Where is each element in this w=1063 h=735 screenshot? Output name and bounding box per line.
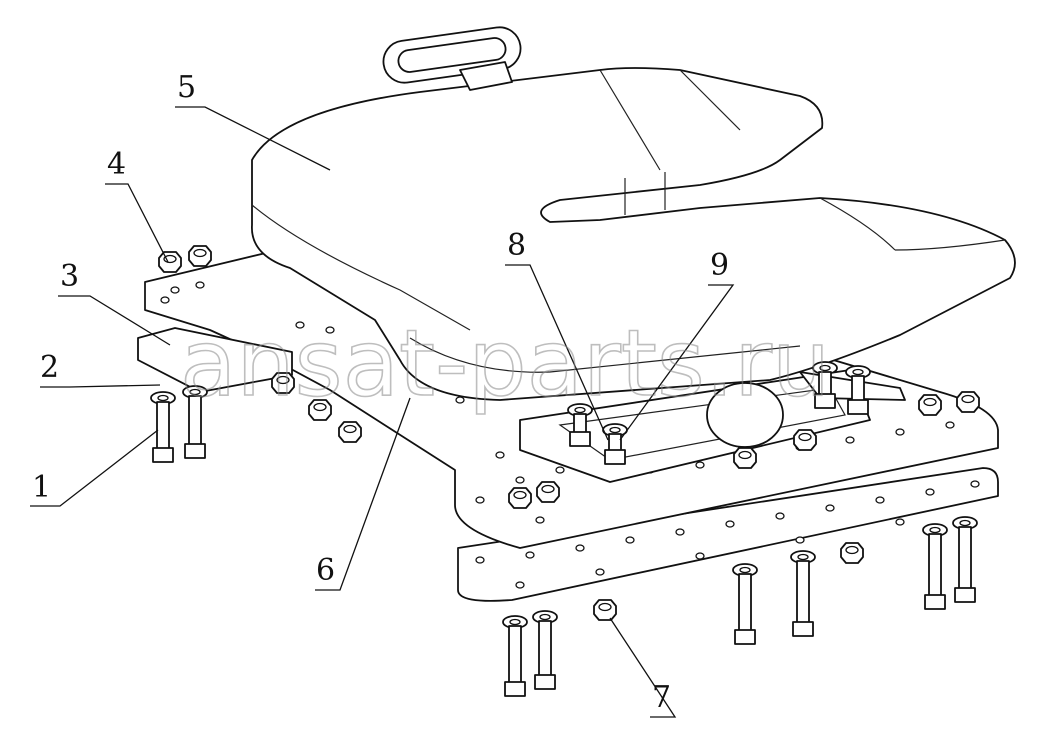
callout-9: 9: [710, 248, 729, 283]
plate-hole: [325, 326, 335, 334]
plate-hole: [455, 396, 465, 404]
plate-hole: [925, 488, 935, 496]
bolt: [532, 610, 558, 690]
bolt: [182, 385, 208, 459]
callout-3: 3: [60, 259, 79, 294]
hex-nut: [338, 421, 362, 443]
callout-6: 6: [316, 553, 335, 588]
plate-hole: [795, 536, 805, 544]
bolt: [812, 361, 838, 409]
bolt: [150, 391, 176, 463]
plate-hole: [525, 551, 535, 559]
plate-hole: [895, 518, 905, 526]
plate-hole: [195, 281, 205, 289]
hex-nut: [308, 399, 332, 421]
plate-hole: [575, 544, 585, 552]
plate-hole: [695, 461, 705, 469]
fasteners: [150, 245, 980, 697]
plate-hole: [475, 556, 485, 564]
plate-hole: [775, 512, 785, 520]
plate-hole: [535, 516, 545, 524]
plate-hole: [515, 581, 525, 589]
plate-hole: [825, 504, 835, 512]
bolt: [732, 563, 758, 645]
bolt: [790, 550, 816, 637]
bolt: [567, 403, 593, 447]
plate-hole: [515, 476, 525, 484]
watermark: ansat-parts.ru: [180, 310, 830, 417]
callout-1: 1: [32, 470, 51, 505]
lower-mounting-plate: [457, 467, 999, 602]
plate-hole: [970, 480, 980, 488]
callout-4: 4: [107, 147, 126, 182]
callout-8: 8: [507, 228, 526, 263]
plate-hole: [675, 528, 685, 536]
plate-hole: [170, 286, 180, 294]
plate-hole: [160, 296, 170, 304]
hex-nut: [271, 372, 295, 394]
plate-hole: [695, 552, 705, 560]
plate-hole: [625, 536, 635, 544]
bolt: [502, 615, 528, 697]
leader-lines: [30, 106, 735, 718]
callout-7: 7: [652, 680, 671, 715]
hex-nut: [536, 481, 560, 503]
side-bracket: [137, 327, 293, 393]
hex-nut: [956, 391, 980, 413]
hex-nut: [188, 245, 212, 267]
bolt: [845, 365, 871, 415]
hex-nut: [733, 447, 757, 469]
plate-hole: [295, 321, 305, 329]
hex-nut: [158, 251, 182, 273]
plate-hole: [945, 421, 955, 429]
bolt: [922, 523, 948, 610]
bolt: [952, 516, 978, 603]
plate-hole: [595, 568, 605, 576]
plate-hole: [875, 496, 885, 504]
plate-hole: [725, 520, 735, 528]
plate-hole: [495, 451, 505, 459]
hex-nut: [508, 487, 532, 509]
hex-nut: [840, 542, 864, 564]
seat-handle: [382, 26, 522, 91]
plate-hole: [845, 436, 855, 444]
callout-2: 2: [40, 350, 59, 385]
seat-cushion: [251, 67, 1016, 401]
plate-hole: [475, 496, 485, 504]
hex-nut: [793, 429, 817, 451]
hex-nut: [918, 394, 942, 416]
plate-hole: [895, 428, 905, 436]
hex-nut: [593, 599, 617, 621]
plate-hole: [555, 466, 565, 474]
callout-5: 5: [177, 70, 196, 105]
